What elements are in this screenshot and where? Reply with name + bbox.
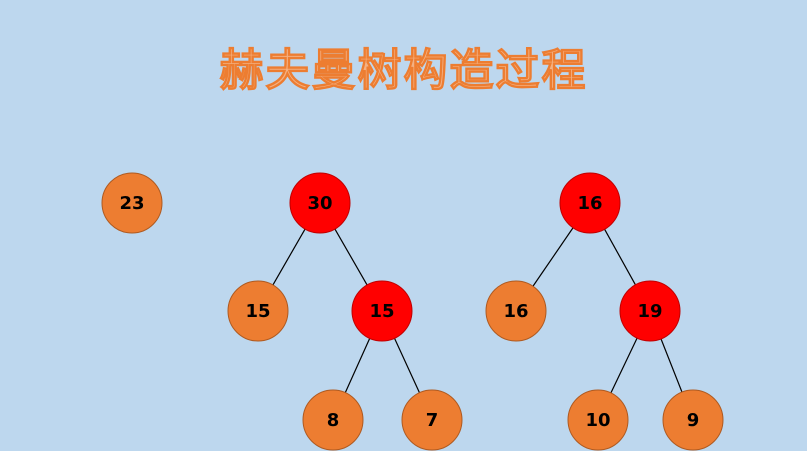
- tree-node-n15a: 15: [227, 280, 289, 342]
- node-label: 16: [577, 193, 602, 214]
- node-circle: [662, 389, 724, 451]
- node-circle: [101, 172, 163, 234]
- tree-node-n16r: 16: [559, 172, 621, 234]
- tree-node-n30: 30: [289, 172, 351, 234]
- tree-edge-n30-n15b: [334, 228, 368, 286]
- node-circle: [619, 280, 681, 342]
- tree-node-n9: 9: [662, 389, 724, 451]
- node-label: 16: [503, 301, 528, 322]
- node-circle: [485, 280, 547, 342]
- edge-layer: [272, 227, 683, 394]
- node-circle: [401, 389, 463, 451]
- node-circle: [567, 389, 629, 451]
- node-label: 10: [585, 410, 610, 431]
- tree-node-n19: 19: [619, 280, 681, 342]
- node-label: 15: [369, 301, 394, 322]
- node-label: 30: [307, 193, 332, 214]
- node-label: 9: [687, 410, 700, 431]
- node-label: 19: [637, 301, 662, 322]
- tree-edge-n19-n9: [660, 338, 683, 393]
- tree-edge-n15b-n7: [393, 338, 421, 393]
- tree-edge-n16r-n19: [604, 228, 636, 286]
- tree-edge-n15b-n8: [344, 338, 371, 393]
- tree-node-n7: 7: [401, 389, 463, 451]
- tree-node-n16: 16: [485, 280, 547, 342]
- tree-node-n15b: 15: [351, 280, 413, 342]
- tree-node-n8: 8: [302, 389, 364, 451]
- node-circle: [351, 280, 413, 342]
- node-circle: [302, 389, 364, 451]
- slide-title: 赫夫曼树构造过程: [219, 45, 588, 97]
- tree-edge-n16r-n16: [532, 227, 574, 287]
- tree-edge-n19-n10: [610, 337, 638, 394]
- node-layer: 23 30 15 15 8 7 16 16 19 10 9: [101, 172, 724, 451]
- node-label: 7: [426, 410, 439, 431]
- node-circle: [227, 280, 289, 342]
- node-label: 15: [245, 301, 270, 322]
- node-circle: [289, 172, 351, 234]
- tree-node-n23: 23: [101, 172, 163, 234]
- tree-edge-n30-n15a: [272, 228, 306, 286]
- node-label: 8: [327, 410, 340, 431]
- node-circle: [559, 172, 621, 234]
- tree-node-n10: 10: [567, 389, 629, 451]
- node-label: 23: [119, 193, 144, 214]
